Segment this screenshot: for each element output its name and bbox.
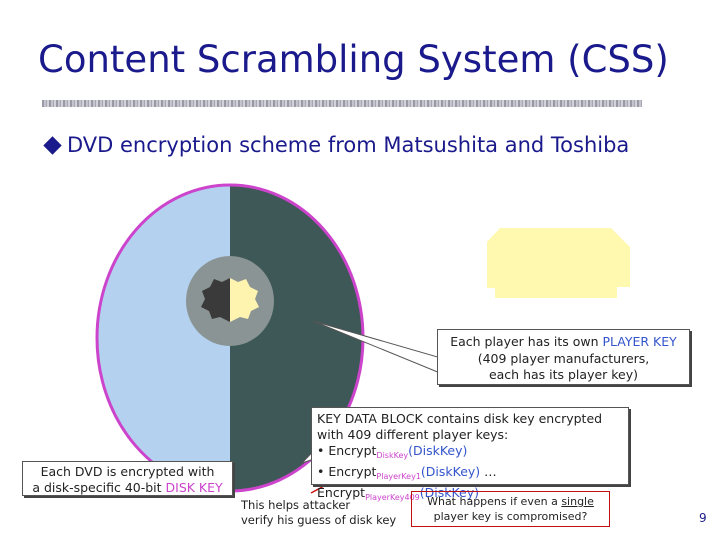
kdb-line1: KEY DATA BLOCK contains disk key encrypt… — [317, 411, 628, 427]
page-number: 9 — [699, 511, 707, 525]
attacker-note: This helps attacker verify his guess of … — [241, 498, 396, 528]
question-line2: player key is compromised? — [412, 509, 609, 524]
player-box-text: Each player has its own — [450, 334, 602, 349]
question-underlined-word: single — [561, 495, 594, 508]
player-key-label: PLAYER KEY — [603, 334, 677, 349]
kdb-item2-func: • Encrypt — [317, 464, 376, 479]
attacker-note-line1: This helps attacker — [241, 498, 396, 513]
player-box-line3: each has its player key) — [438, 367, 689, 384]
question-box: What happens if even a single player key… — [411, 491, 610, 527]
dvd-box-line1: Each DVD is encrypted with — [23, 464, 232, 480]
kdb-line2: with 409 different player keys: — [317, 427, 628, 443]
kdb-item2-arg: (DiskKey) — [421, 464, 480, 479]
kdb-item2-sub: PlayerKey1 — [376, 472, 421, 481]
dvd-box-line2: a disk-specific 40-bit — [32, 480, 165, 495]
kdb-item1-sub: DiskKey — [376, 451, 408, 460]
player-box-line2: (409 player manufacturers, — [438, 351, 689, 368]
kdb-item1: • EncryptDiskKey(DiskKey) — [317, 443, 628, 464]
disk-key-label: DISK KEY — [166, 480, 223, 495]
attacker-note-line2: verify his guess of disk key — [241, 513, 396, 528]
kdb-item1-arg: (DiskKey) — [408, 443, 467, 458]
dvd-disk-key-callout: Each DVD is encrypted with a disk-specif… — [22, 461, 233, 496]
key-data-block-callout: KEY DATA BLOCK contains disk key encrypt… — [311, 407, 629, 485]
player-key-shape — [487, 228, 630, 298]
question-line1: What happens if even a — [427, 495, 561, 508]
kdb-item1-func: • Encrypt — [317, 443, 376, 458]
player-key-callout: Each player has its own PLAYER KEY (409 … — [437, 329, 690, 385]
